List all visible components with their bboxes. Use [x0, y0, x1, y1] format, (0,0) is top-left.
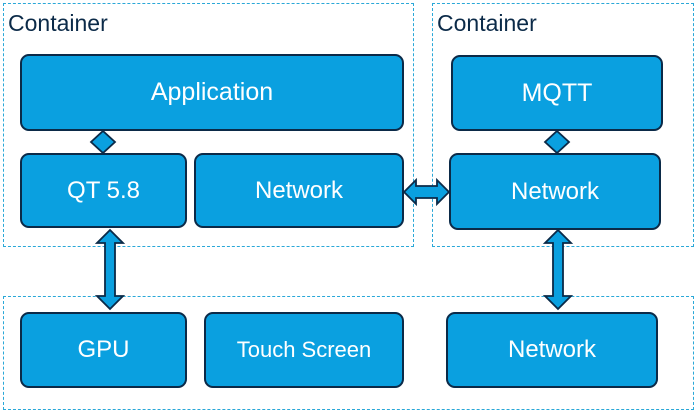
network-bottom-label: Network — [507, 336, 597, 363]
network-right-label: Network — [510, 177, 600, 205]
gpu-label: GPU — [77, 336, 130, 363]
double-arrow-network-network-vertical — [542, 228, 574, 311]
double-arrow-qt-gpu — [94, 228, 126, 311]
double-arrow-network-network-horizontal — [402, 177, 451, 207]
qt-block: QT 5.8 — [20, 153, 187, 228]
qt-label: QT 5.8 — [67, 176, 140, 204]
mqtt-label: MQTT — [521, 78, 593, 107]
right-container-label: Container — [437, 10, 537, 36]
mqtt-block: MQTT — [451, 55, 663, 131]
left-container-label: Container — [8, 10, 108, 36]
network-right-block: Network — [449, 153, 661, 230]
diamond-connector-app-qt — [89, 129, 117, 155]
gpu-block: GPU — [20, 312, 187, 388]
touch-screen-block: Touch Screen — [204, 312, 404, 388]
touch-screen-label: Touch Screen — [236, 337, 372, 362]
network-bottom-block: Network — [446, 312, 658, 388]
application-block: Application — [20, 54, 404, 131]
application-label: Application — [150, 78, 274, 106]
network-left-block: Network — [194, 153, 404, 228]
left-container — [3, 3, 414, 247]
network-left-label: Network — [254, 176, 344, 204]
diamond-connector-mqtt-network — [543, 129, 571, 155]
hardware-region — [3, 296, 694, 410]
